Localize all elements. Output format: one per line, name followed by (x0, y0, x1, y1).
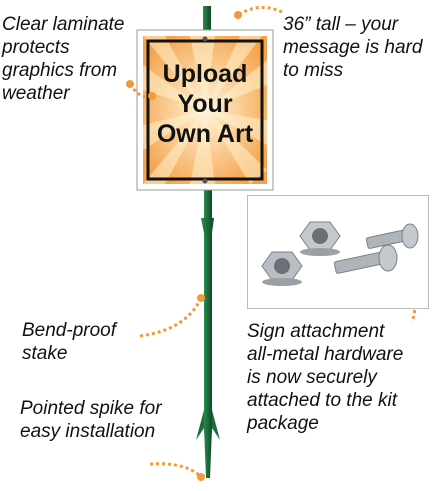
callout-laminate: Clear laminate protects graphics from we… (2, 14, 125, 104)
sign-line-3: Own Art (157, 120, 254, 148)
stake-top (203, 6, 211, 36)
sign-grommet-bottom (202, 178, 208, 184)
sign-line-2: Your (177, 90, 232, 118)
bolt-icon (333, 244, 398, 274)
callout-hardware: Sign attachment all-metal hardware is no… (247, 321, 404, 434)
dot-spike (197, 473, 205, 481)
callout-spike: Pointed spike for easy installation (20, 398, 162, 442)
sign-line-1: Upload (163, 60, 248, 88)
sign-grommet-top (202, 36, 208, 42)
dot-bend (197, 294, 205, 302)
dot-laminate-end (148, 92, 156, 100)
leader-tall (239, 6, 283, 16)
bolt-icon (365, 223, 419, 249)
hex-nut-icon (299, 221, 341, 256)
callout-bend-proof: Bend-proof stake (22, 320, 117, 364)
stake (196, 190, 220, 478)
callout-height: 36” tall – your message is hard to miss (283, 14, 423, 81)
hex-nut-icon (261, 251, 303, 286)
hardware-inset (247, 195, 429, 309)
dot-laminate (126, 80, 134, 88)
leader-bend (139, 299, 202, 338)
sunburst-rays (143, 36, 267, 184)
dot-tall (234, 11, 242, 19)
leader-spike (149, 462, 202, 478)
sign: Upload Your Own Art (136, 29, 274, 191)
